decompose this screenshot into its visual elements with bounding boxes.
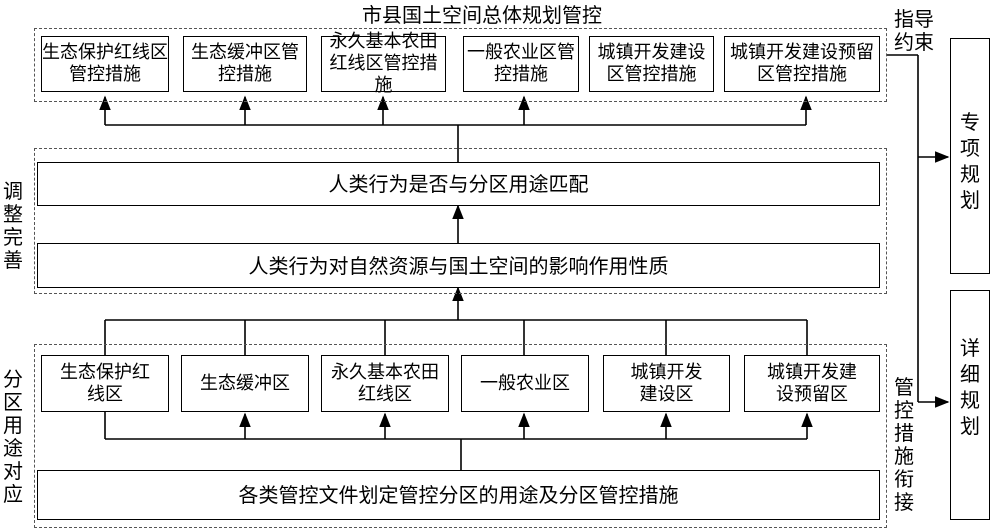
zone-2: 生态缓冲区 [181,355,309,412]
bottom-box-label: 各类管控文件划定管控分区的用途及分区管控措施 [238,483,679,507]
zone-1: 生态保护红线区 [41,355,169,412]
top-measure-6: 城镇开发建设预留区管控措施 [724,36,880,92]
top-measure-1: 生态保护红线区管控措施 [41,36,169,92]
zone-2-label: 生态缓冲区 [200,372,290,394]
top-measure-3-label: 永久基本农田红线区管控措施 [329,31,438,96]
zone-1-label: 生态保护红线区 [60,361,150,405]
bottom-group-dashed [34,344,887,528]
special-plan-label: 专项规划 [960,110,980,212]
guide-label: 指导约束 [894,7,934,54]
special-plan-box: 专项规划 [950,38,990,274]
diagram-title: 市县国土空间总体规划管控 [362,3,602,27]
adjust-label: 调整完善 [3,179,23,272]
top-group-dashed [34,28,887,102]
bottom-box: 各类管控文件划定管控分区的用途及分区管控措施 [37,470,880,520]
zone-6: 城镇开发建设预留区 [744,355,880,412]
top-measure-4-label: 一般农业区管控措施 [467,42,575,85]
zone-use-label: 分区用途对应 [3,367,23,506]
impact-box-label: 人类行为对自然资源与国土空间的影响作用性质 [248,253,669,278]
middle-group-dashed [34,148,887,294]
zone-6-label: 城镇开发建设预留区 [767,361,857,405]
zone-4: 一般农业区 [461,355,589,412]
top-measure-1-label: 生态保护红线区管控措施 [42,42,168,85]
zone-4-label: 一般农业区 [480,372,570,394]
top-measure-3: 永久基本农田红线区管控措施 [321,31,446,96]
detailed-plan-label: 详细规划 [960,336,980,438]
measures-link-label: 管控措施衔接 [894,375,914,514]
match-box-label: 人类行为是否与分区用途匹配 [328,172,589,196]
zone-3-label: 永久基本农田红线区 [331,361,439,405]
zone-5: 城镇开发建设区 [603,355,730,412]
top-measure-6-label: 城镇开发建设预留区管控措施 [730,42,874,85]
top-measure-4: 一般农业区管控措施 [463,36,579,92]
zone-5-label: 城镇开发建设区 [630,361,703,405]
match-box: 人类行为是否与分区用途匹配 [37,162,880,206]
detailed-plan-box: 详细规划 [950,290,990,520]
top-measure-5-label: 城镇开发建设区管控措施 [597,42,706,85]
top-measure-5: 城镇开发建设区管控措施 [589,36,714,92]
zone-3: 永久基本农田红线区 [321,355,449,412]
top-measure-2-label: 生态缓冲区管控措施 [191,42,299,85]
impact-box: 人类行为对自然资源与国土空间的影响作用性质 [37,243,880,288]
top-measure-2: 生态缓冲区管控措施 [183,36,307,92]
